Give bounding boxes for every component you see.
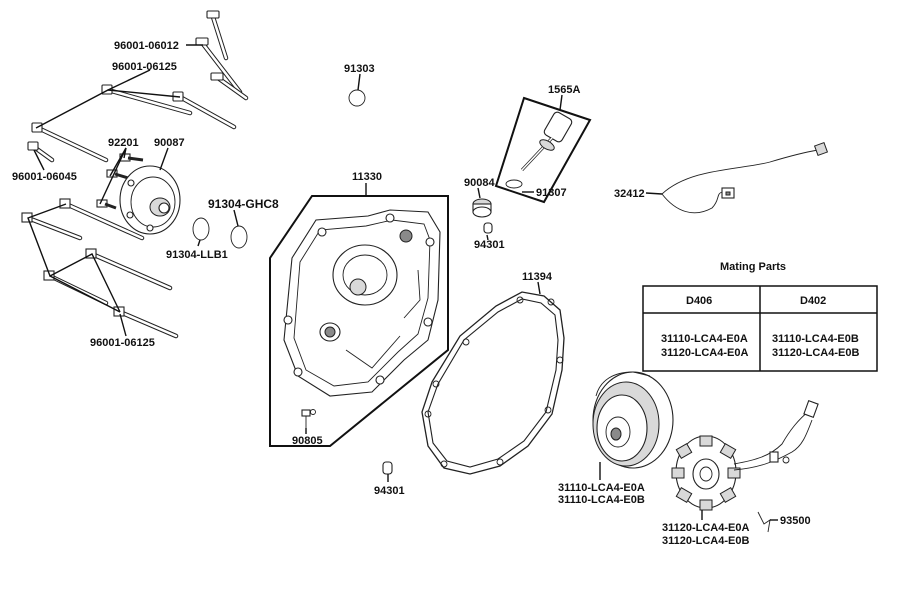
wire-harness-32412 [661,141,829,214]
label-91307: 91307 [536,187,567,199]
dowel-pin-94301-bottom [382,461,393,475]
label-31120-lca4-e0b: 31120-LCA4-E0B [662,535,749,547]
bolt-96001-06012-a [206,10,229,61]
label-90805: 90805 [292,435,323,447]
pump-cover-90087 [119,165,181,235]
o-ring-91304-llb1 [192,217,210,241]
label-91304-ghc8: 91304-GHC8 [208,197,279,211]
leader-96001-06125-top [35,89,181,129]
mating-cell-r1c1: 31110-LCA4-E0A [661,333,748,345]
cover-outline-box [269,195,449,447]
crankcase-cover-11330 [283,209,441,397]
label-96001-06045: 96001-06045 [12,171,77,183]
part-labels: 96001-06012 96001-06125 96001-06045 9220… [12,40,811,547]
label-96001-06125-top: 96001-06125 [112,61,177,73]
label-96001-06125-bottom: 96001-06125 [90,337,155,349]
gasket-11394 [421,291,565,475]
bolt-long-5 [21,212,83,241]
mating-cell-r2c1: 31120-LCA4-E0A [661,347,748,359]
flywheel-31110 [592,371,674,469]
bolt-group-96001-06125-bottom [21,198,179,339]
label-32412: 32412 [614,188,645,200]
label-11394: 11394 [522,271,553,283]
dipstick-outline-box [494,96,592,204]
bolt-long-2 [172,91,237,130]
clamp-93500 [757,511,771,533]
dipstick-1565a-group [494,96,592,204]
label-93500: 93500 [780,515,811,527]
plug-90084 [472,198,492,218]
mating-header-d402: D402 [800,295,826,307]
bolt-96001-06012-c [210,72,249,101]
mating-parts-title: Mating Parts [720,261,786,273]
bolt-long-7 [43,270,109,306]
plug-90805 [301,409,316,428]
mating-parts-table [642,285,878,372]
mating-cell-r1c2: 31110-LCA4-E0B [772,333,859,345]
bolt-long-6 [85,248,173,291]
label-92201: 92201 [108,137,139,149]
stator-31120 [671,400,819,511]
bolt-group-96001-06125-top [31,84,237,163]
o-ring-91304-ghc8 [230,225,248,249]
bolt-group-96001-06012 [195,10,249,101]
bolt-long-1 [101,84,193,116]
label-94301-top: 94301 [474,239,505,251]
mating-cell-r2c2: 31120-LCA4-E0B [772,347,859,359]
label-96001-06012: 96001-06012 [114,40,179,52]
label-1565a: 1565A [548,84,580,96]
label-94301-bottom: 94301 [374,485,405,497]
label-91303: 91303 [344,63,375,75]
bolt-96001-06045 [27,141,55,163]
bolt-96001-06012-b [195,37,243,95]
mating-header-d406: D406 [686,295,712,307]
label-11330: 11330 [352,171,382,183]
label-31110-lca4-e0b: 31110-LCA4-E0B [558,494,645,506]
bolt-long-4 [59,198,145,241]
label-90084: 90084 [464,177,495,189]
crankcase-cover-11330-group [269,195,449,447]
dowel-pin-94301-top [483,222,493,234]
o-ring-91307 [505,179,523,189]
label-31110-lca4-e0a: 31110-LCA4-E0A [558,482,645,494]
mating-parts-text: Mating Parts D406 D402 31110-LCA4-E0A 31… [661,261,859,359]
leader-lines [33,44,778,521]
o-ring-91303 [348,89,366,107]
label-90087: 90087 [154,137,185,149]
label-31120-lca4-e0a: 31120-LCA4-E0A [662,522,749,534]
label-91304-llb1: 91304-LLB1 [166,249,228,261]
dipstick-1565a [520,111,573,172]
bolt-long-8 [113,306,179,339]
